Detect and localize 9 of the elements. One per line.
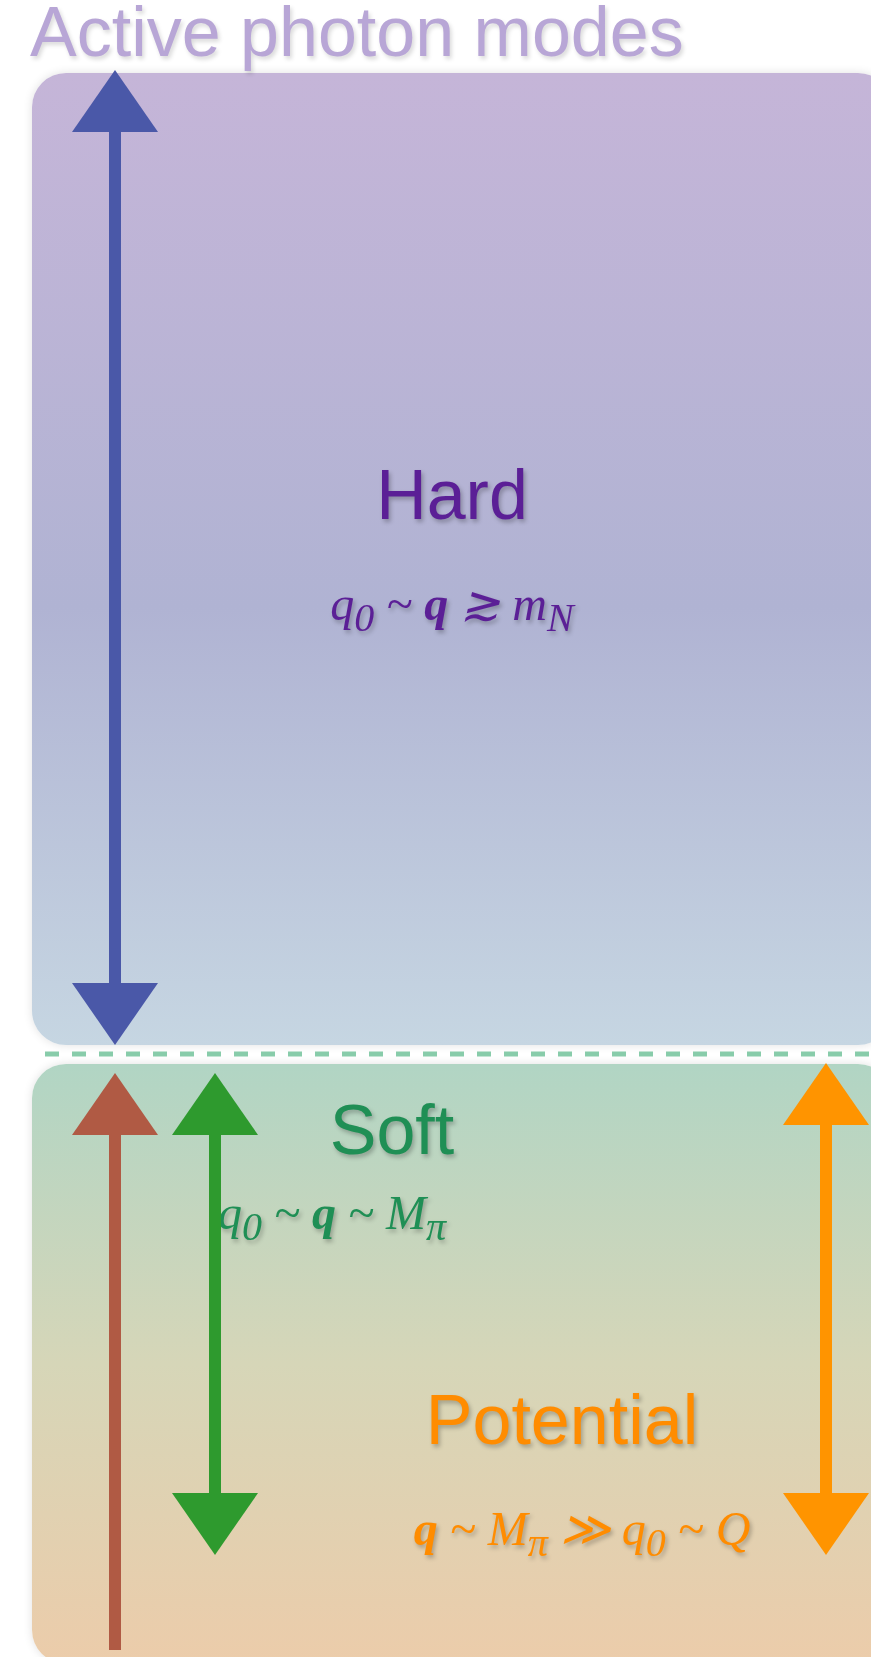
hard-region <box>32 73 871 1045</box>
region-title: Soft <box>329 1090 455 1170</box>
region-title: Potential <box>425 1380 699 1460</box>
soft-potential-region <box>32 1064 871 1657</box>
formula: q$_{0}$ ~ q ~ M$_{π}$ <box>218 1185 446 1250</box>
formula: q ~ M$_{π}$ ≫ q$_{0}$ ~ Q <box>413 1501 751 1566</box>
formula: q$_{0}$ ~ q ≳ m$_{N}$ <box>330 576 574 641</box>
diagram-title: Active photon modes <box>30 0 684 72</box>
region-title: Hard <box>376 455 528 535</box>
